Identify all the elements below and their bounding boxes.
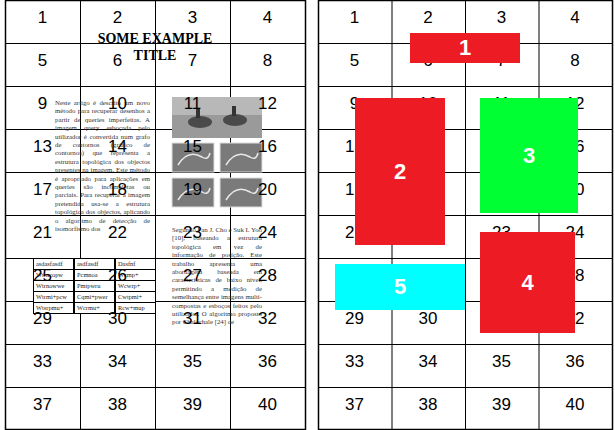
cell-number: 36 [558, 352, 593, 372]
cell-number: 40 [558, 395, 593, 415]
cell-number: 20 [250, 180, 285, 200]
cell-number: 6 [100, 51, 135, 71]
cell-number: 1 [337, 8, 372, 28]
cell-number: 36 [250, 352, 285, 372]
cell-number: 1 [25, 8, 60, 28]
cell-number: 4 [558, 8, 593, 28]
cell-number: 10 [100, 94, 135, 114]
cell-number: 39 [484, 395, 519, 415]
cell-number: 3 [484, 8, 519, 28]
cell-number: 32 [250, 309, 285, 329]
region-number: 4 [521, 270, 533, 296]
cell-number: 19 [175, 180, 210, 200]
cell-number: 3 [175, 8, 210, 28]
region-box: 3 [480, 98, 578, 213]
cell-number: 29 [25, 309, 60, 329]
region-box: 4 [480, 232, 575, 333]
cell-number: 39 [175, 395, 210, 415]
cell-number: 17 [25, 180, 60, 200]
cell-number: 8 [250, 51, 285, 71]
cell-number: 8 [558, 51, 593, 71]
region-box: 2 [355, 98, 445, 245]
region-number: 2 [394, 159, 406, 185]
region-number: 1 [459, 35, 471, 61]
cell-number: 30 [100, 309, 135, 329]
region-number: 3 [523, 143, 535, 169]
cell-number: 18 [100, 180, 135, 200]
cell-number: 16 [250, 137, 285, 157]
cell-number: 22 [100, 223, 135, 243]
cell-number: 7 [175, 51, 210, 71]
cell-number: 35 [175, 352, 210, 372]
cell-number: 21 [25, 223, 60, 243]
region-box: 5 [335, 264, 465, 310]
cell-number: 4 [250, 8, 285, 28]
cell-number: 37 [25, 395, 60, 415]
cell-number: 15 [175, 137, 210, 157]
cell-number: 33 [337, 352, 372, 372]
cell-number: 33 [25, 352, 60, 372]
photo-illustration [172, 97, 262, 207]
cell-number: 25 [25, 266, 60, 286]
cell-number: 34 [100, 352, 135, 372]
cell-number: 26 [100, 266, 135, 286]
cell-number: 9 [25, 94, 60, 114]
cell-number: 28 [250, 266, 285, 286]
cell-number: 13 [25, 137, 60, 157]
cell-number: 5 [25, 51, 60, 71]
cell-number: 35 [484, 352, 519, 372]
cell-number: 11 [175, 94, 210, 114]
region-box: 1 [410, 33, 520, 63]
cell-number: 12 [250, 94, 285, 114]
body-paragraph: Neste artigo é descrito um novo método p… [55, 99, 150, 234]
cell-number: 24 [250, 223, 285, 243]
region-number: 5 [394, 274, 406, 300]
cell-number: 27 [175, 266, 210, 286]
cell-number: 38 [411, 395, 446, 415]
cell-number: 14 [100, 137, 135, 157]
cell-number: 34 [411, 352, 446, 372]
cell-number: 30 [411, 309, 446, 329]
cell-number: 31 [175, 309, 210, 329]
cell-number: 2 [100, 8, 135, 28]
cell-number: 23 [175, 223, 210, 243]
cell-number: 5 [337, 51, 372, 71]
cell-number: 38 [100, 395, 135, 415]
cell-number: 29 [337, 309, 372, 329]
cell-number: 40 [250, 395, 285, 415]
cell-number: 2 [411, 8, 446, 28]
cell-number: 37 [337, 395, 372, 415]
